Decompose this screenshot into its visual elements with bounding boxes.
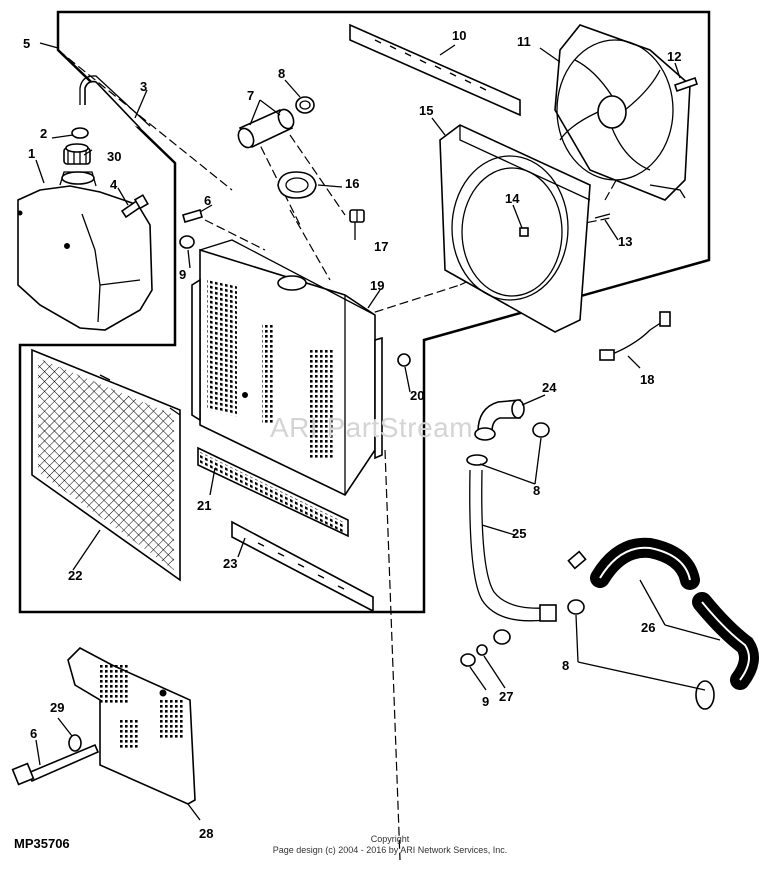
drain-plug xyxy=(349,209,365,223)
callout-7: 7 xyxy=(247,88,254,103)
callout-labels: 5 1 2 30 3 4 7 8 10 11 12 15 16 14 6 17 … xyxy=(23,28,681,841)
overflow-hose xyxy=(84,80,141,129)
upper-hose-coupling xyxy=(237,108,295,149)
callout-29: 29 xyxy=(50,700,64,715)
wire-harness xyxy=(599,311,671,361)
cap-gasket xyxy=(71,127,89,139)
callout-3: 3 xyxy=(140,79,147,94)
callout-2: 2 xyxy=(40,126,47,141)
watermark: ARI PartStream xyxy=(270,412,474,443)
callout-10: 10 xyxy=(452,28,466,43)
callout-4: 4 xyxy=(110,177,118,192)
coolant-tube-25 xyxy=(469,469,557,622)
callout-leaders xyxy=(35,42,721,821)
callout-8-bottom: 8 xyxy=(562,658,569,673)
radiator-cap-seal xyxy=(277,171,317,199)
foam-seal-23 xyxy=(231,520,374,613)
callout-26: 26 xyxy=(641,620,655,635)
callout-18: 18 xyxy=(640,372,654,387)
hose-clamp-top xyxy=(295,96,315,114)
callout-13: 13 xyxy=(618,234,632,249)
callout-24: 24 xyxy=(542,380,557,395)
callout-5: 5 xyxy=(23,36,30,51)
callout-20: 20 xyxy=(410,388,424,403)
screw-6-top xyxy=(182,209,203,223)
callout-12: 12 xyxy=(667,49,681,64)
washer-27b xyxy=(493,629,511,645)
hose-clamp-26 xyxy=(695,680,715,710)
mount-plate xyxy=(67,647,196,805)
hose-clamp-24a xyxy=(532,422,550,438)
reservoir-cap xyxy=(63,143,91,165)
callout-6-bottom: 6 xyxy=(30,726,37,741)
copyright-label: Copyright xyxy=(370,834,410,844)
callout-14: 14 xyxy=(505,191,520,206)
washer-27 xyxy=(476,644,488,656)
callout-17: 17 xyxy=(374,239,388,254)
grille-screen xyxy=(31,348,181,582)
fitting xyxy=(567,550,587,570)
cooling-fan xyxy=(554,24,691,201)
foam-seal-21 xyxy=(197,446,349,538)
callout-8-mid: 8 xyxy=(533,483,540,498)
pin-13 xyxy=(594,213,611,219)
coolant-reservoir xyxy=(17,171,153,331)
callout-15: 15 xyxy=(419,103,433,118)
callout-25: 25 xyxy=(512,526,526,541)
callout-8-top: 8 xyxy=(278,66,285,81)
callout-19: 19 xyxy=(370,278,384,293)
callout-9-bottom: 9 xyxy=(482,694,489,709)
upper-radiator-hose xyxy=(474,399,525,441)
callout-30: 30 xyxy=(107,149,121,164)
nut-9-lower xyxy=(460,653,476,667)
fan-shroud xyxy=(439,124,591,333)
callout-21: 21 xyxy=(197,498,211,513)
callout-27: 27 xyxy=(499,689,513,704)
callout-16: 16 xyxy=(345,176,359,191)
callout-22: 22 xyxy=(68,568,82,583)
hose-clamp-lower xyxy=(567,599,585,615)
callout-23: 23 xyxy=(223,556,237,571)
callout-28: 28 xyxy=(199,826,213,841)
screw-4 xyxy=(120,194,149,219)
hose-clamp-24b xyxy=(466,454,488,466)
nut-9-top xyxy=(179,235,195,249)
radiator xyxy=(191,239,383,497)
callout-6-top: 6 xyxy=(204,193,211,208)
screw-12 xyxy=(673,76,699,93)
callout-1: 1 xyxy=(28,146,35,161)
washer-29 xyxy=(68,734,82,752)
bolt-6-bottom xyxy=(11,743,100,786)
foam-seal-10 xyxy=(349,23,521,117)
nut-20 xyxy=(397,353,411,367)
callout-9-top: 9 xyxy=(179,267,186,282)
diagram-code: MP35706 xyxy=(14,836,70,851)
copyright-text: Page design (c) 2004 - 2016 by ARI Netwo… xyxy=(272,845,508,855)
lower-radiator-hoses xyxy=(590,537,759,690)
callout-11: 11 xyxy=(517,34,531,49)
